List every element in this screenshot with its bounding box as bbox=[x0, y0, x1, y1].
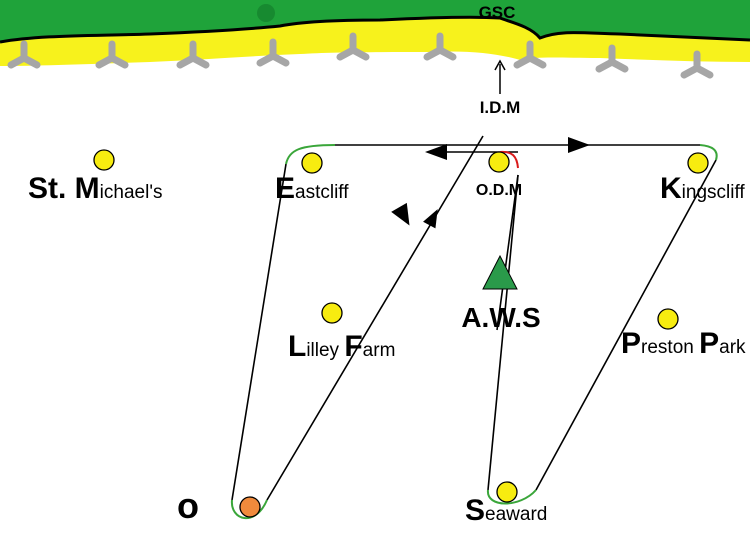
groyne-icon bbox=[595, 44, 629, 73]
origin-turn bbox=[230, 499, 268, 520]
route-left-leg bbox=[231, 163, 287, 501]
groyne-icon bbox=[7, 40, 41, 69]
preston-park-initial2: P bbox=[699, 327, 719, 360]
eastcliff-initial: E bbox=[275, 172, 295, 205]
preston-park-label: Preston Park bbox=[621, 327, 746, 360]
idm-label: I.D.M bbox=[480, 98, 521, 117]
kingscliff-initial: K bbox=[660, 172, 682, 205]
route-arrows bbox=[391, 137, 590, 229]
arrow-down-icon bbox=[391, 202, 410, 226]
route-curves bbox=[230, 144, 718, 520]
st-michaels-label: St. Michael's bbox=[28, 172, 162, 205]
place-dots bbox=[93, 149, 709, 503]
eastcliff-label: Eastcliff bbox=[275, 172, 349, 205]
seaward-dot bbox=[496, 481, 518, 503]
odm-dot bbox=[488, 151, 510, 173]
origin-dot bbox=[239, 496, 261, 518]
seaward-turn bbox=[487, 489, 537, 505]
arrow-left-icon bbox=[425, 144, 447, 160]
aws-label: A.W.S bbox=[461, 302, 540, 333]
groyne-icon bbox=[336, 32, 370, 61]
kingscliff-label: Kingscliff bbox=[660, 172, 745, 205]
kingscliff-dot bbox=[687, 152, 709, 174]
groyne-icon bbox=[256, 38, 290, 67]
st-michaels-rest: ichael's bbox=[100, 182, 163, 203]
preston-park-dot bbox=[657, 308, 679, 330]
lilley-farm-dot bbox=[321, 302, 343, 324]
lilley-farm-rest1: illey bbox=[306, 340, 344, 361]
origin-label: o bbox=[177, 485, 199, 526]
kingscliff-rest: ingscliff bbox=[682, 182, 746, 203]
preston-park-initial1: P bbox=[621, 327, 641, 360]
groyne-icon bbox=[680, 50, 714, 79]
lilley-farm-initial1: L bbox=[288, 330, 306, 363]
route-seaward-up-leg bbox=[487, 174, 519, 491]
beach-strip bbox=[0, 17, 750, 66]
groyne-icon bbox=[176, 40, 210, 69]
st-michaels-initial: St. M bbox=[28, 172, 100, 205]
route bbox=[231, 135, 717, 501]
odm-label: O.D.M bbox=[476, 182, 522, 199]
aws-triangle-icon bbox=[482, 254, 518, 290]
seaward-label: Seaward bbox=[465, 494, 547, 527]
groyne-icon bbox=[95, 40, 129, 69]
groynes bbox=[7, 32, 714, 79]
land-dot bbox=[257, 4, 275, 22]
lilley-farm-rest2: arm bbox=[363, 340, 396, 361]
seaward-initial: S bbox=[465, 494, 485, 527]
coastline bbox=[0, 15, 750, 44]
lilley-farm-label: Lilley Farm bbox=[288, 330, 395, 363]
odm-turn-mark bbox=[499, 150, 519, 169]
groyne-icon bbox=[423, 32, 457, 61]
lilley-farm-initial2: F bbox=[344, 330, 362, 363]
arrow-up-icon bbox=[423, 209, 438, 229]
route-kingscliff-leg bbox=[535, 159, 717, 491]
kingscliff-turn bbox=[699, 144, 718, 161]
st-michaels-dot bbox=[93, 149, 115, 171]
coast-label: GSC bbox=[479, 3, 516, 22]
route-diagonal-leg bbox=[266, 135, 484, 501]
groyne-icon bbox=[513, 40, 547, 69]
eastcliff-rest: astcliff bbox=[295, 182, 349, 203]
seaward-rest: eaward bbox=[485, 504, 547, 525]
eastcliff-dot bbox=[301, 152, 323, 174]
preston-park-rest1: reston bbox=[641, 337, 699, 358]
idm-arrow bbox=[494, 59, 506, 94]
eastcliff-turn bbox=[285, 144, 336, 165]
arrow-right-icon bbox=[568, 137, 590, 153]
preston-park-rest2: ark bbox=[719, 337, 746, 358]
route-centre-leg bbox=[496, 174, 519, 331]
